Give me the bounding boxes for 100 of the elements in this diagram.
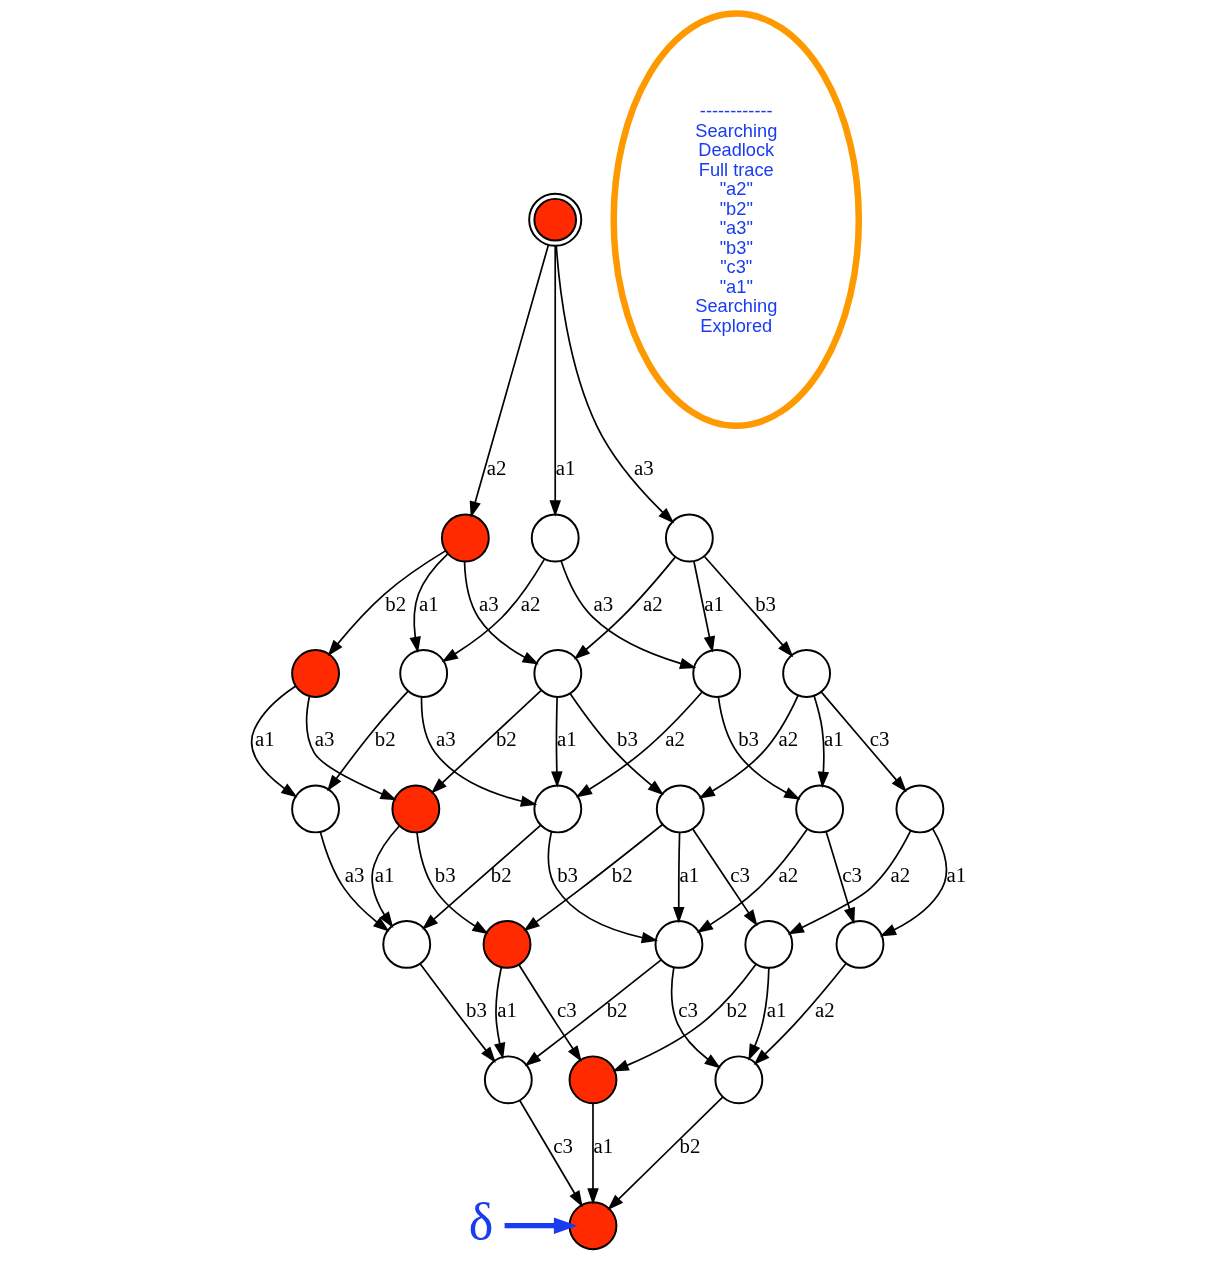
- arrow: [409, 553, 448, 654]
- arrow: [319, 831, 390, 932]
- edge-label: a2: [642, 591, 663, 616]
- node-circle: [440, 513, 490, 563]
- arrow: [696, 828, 808, 934]
- edge-label: b3: [434, 862, 456, 887]
- arrow: [493, 966, 505, 1060]
- arrow: [326, 690, 409, 792]
- arrow: [517, 964, 582, 1062]
- arrow: [548, 244, 561, 517]
- arrow: [717, 696, 800, 800]
- node-circle: [390, 784, 440, 834]
- edge-label: a2: [664, 727, 685, 752]
- node-circle: [835, 919, 884, 969]
- node-circle: [482, 919, 531, 969]
- edge-label: c3: [869, 727, 889, 752]
- arrow: [430, 689, 542, 794]
- edge-label: c3: [841, 862, 862, 887]
- arrow: [370, 824, 400, 929]
- edge-label: c3: [677, 998, 698, 1023]
- node-circle: [655, 784, 705, 834]
- edge-label: a1: [679, 862, 699, 887]
- edge-label: a2: [520, 591, 540, 616]
- arrow: [469, 244, 549, 518]
- edge-label: b2: [495, 727, 517, 752]
- edge-label: b3: [465, 998, 487, 1023]
- arrow: [692, 560, 715, 653]
- arrow: [421, 824, 541, 930]
- arrow: [747, 967, 770, 1061]
- edge-label: a1: [703, 591, 724, 616]
- node-circle: [664, 513, 714, 563]
- edge-label: b3: [754, 591, 776, 616]
- arrow: [611, 963, 757, 1072]
- edge-label: a1: [556, 727, 577, 752]
- edge-label: a2: [486, 456, 506, 481]
- arrow: [573, 556, 676, 660]
- arrow: [703, 555, 793, 658]
- node-circle: [532, 649, 582, 698]
- arrow: [463, 560, 539, 665]
- node-circle: [654, 919, 703, 969]
- edge-label: c3: [556, 998, 577, 1023]
- node-circle: [483, 1055, 533, 1105]
- edge-label: a1: [946, 862, 966, 887]
- edge-label: b3: [737, 727, 759, 752]
- edge-label: b3: [556, 862, 578, 887]
- arrow: [418, 962, 496, 1063]
- edge-label: a1: [593, 1133, 613, 1158]
- node-circle: [781, 649, 831, 698]
- arrow: [606, 1096, 724, 1211]
- edge-label: a2: [890, 862, 910, 887]
- arrow: [568, 692, 664, 796]
- arrow: [550, 696, 563, 788]
- edge-label: b2: [374, 727, 396, 752]
- arrow: [250, 685, 298, 798]
- edge-label: a1: [418, 591, 439, 616]
- node-circle: [743, 919, 793, 969]
- edge-label: a3: [593, 591, 613, 616]
- edge-label: b3: [616, 727, 638, 752]
- edge-label: a1: [823, 727, 844, 752]
- arrow: [524, 959, 662, 1067]
- node-circle: [568, 1055, 617, 1105]
- arrow: [672, 831, 684, 924]
- arrow: [812, 694, 829, 789]
- arrow: [691, 828, 758, 927]
- arrow: [820, 691, 907, 793]
- arrow: [824, 830, 855, 925]
- arrow: [698, 694, 799, 799]
- edge-label: b2: [611, 862, 633, 887]
- edge-label: a2: [778, 727, 798, 752]
- node-circle: [895, 784, 944, 834]
- edge-label: a3: [314, 727, 335, 752]
- arrow: [555, 245, 674, 524]
- node-circle: [527, 192, 582, 247]
- arrow: [586, 1102, 599, 1205]
- arrow: [415, 831, 489, 935]
- edge-label: b2: [679, 1133, 700, 1158]
- edge-label: a2: [814, 998, 835, 1023]
- node-circle: [713, 1055, 763, 1105]
- edge-label: b2: [490, 862, 512, 887]
- edge-label: a1: [496, 998, 517, 1023]
- arrow: [879, 828, 947, 937]
- edge-label: a1: [374, 862, 394, 887]
- edge-label: b2: [606, 998, 627, 1023]
- edge-label: a3: [435, 727, 456, 752]
- node-circle: [794, 784, 844, 834]
- edge-label: c3: [729, 862, 750, 887]
- arrow: [547, 830, 658, 944]
- edge-label: a1: [766, 998, 786, 1023]
- arrow: [753, 962, 847, 1065]
- node-text: δ: [468, 1192, 493, 1250]
- edge-label: b2: [384, 591, 406, 616]
- arrow: [305, 695, 397, 801]
- arrow: [420, 696, 537, 807]
- node-circle: [290, 784, 340, 834]
- edge-label: a3: [344, 862, 364, 887]
- edge-label: a3: [633, 456, 654, 481]
- arrow: [522, 823, 663, 932]
- edge-label: c3: [552, 1133, 573, 1158]
- node-circle: [290, 649, 340, 698]
- node-circle: [691, 649, 741, 698]
